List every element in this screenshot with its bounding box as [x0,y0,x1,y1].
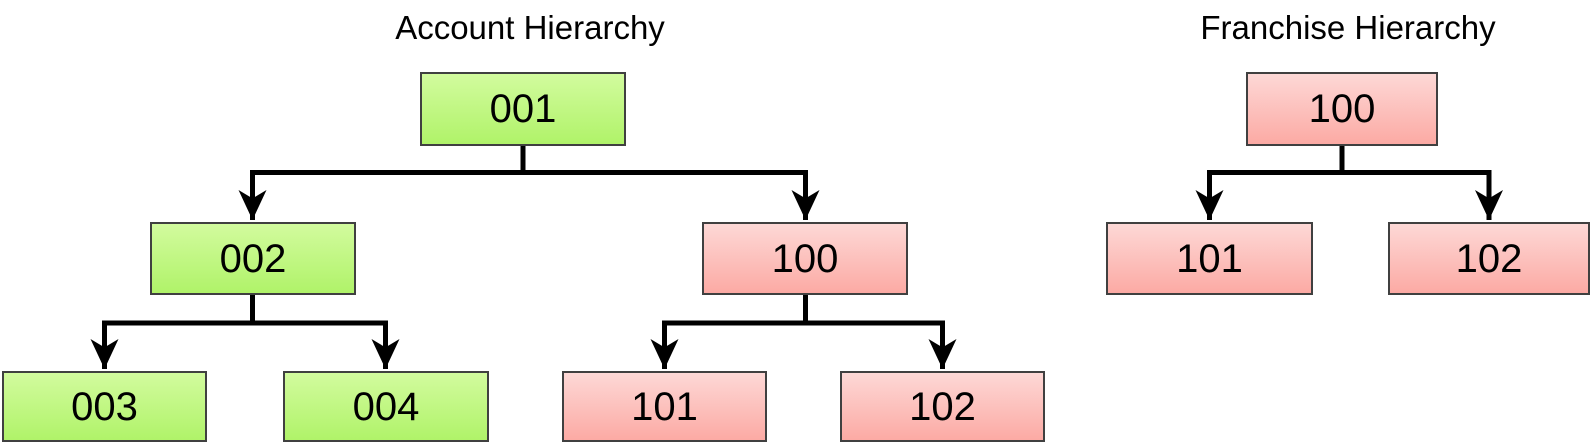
node-label: 002 [219,236,287,281]
diagram-title-account: Account Hierarchy [395,9,665,46]
edges-account-level2-left [90,294,400,369]
node-account-101: 101 [562,371,767,442]
node-franchise-101: 101 [1106,222,1313,295]
node-account-002: 002 [150,222,356,295]
node-label: 102 [1455,236,1523,281]
edges-account-level1 [238,145,820,220]
node-label: 101 [631,384,698,429]
node-account-003: 003 [2,371,207,442]
diagram-title-franchise: Franchise Hierarchy [1200,9,1496,46]
node-label: 100 [771,236,839,281]
node-account-102: 102 [840,371,1045,442]
node-account-004: 004 [283,371,489,442]
node-label: 001 [489,87,557,131]
node-franchise-100: 100 [1246,72,1438,146]
node-label: 003 [71,384,138,429]
edges-franchise-level1 [1195,145,1503,220]
node-label: 101 [1176,236,1243,281]
node-label: 100 [1308,87,1376,131]
node-franchise-102: 102 [1388,222,1590,295]
node-label: 102 [909,384,976,429]
node-account-001: 001 [420,72,626,146]
node-label: 004 [352,384,420,429]
edges-account-level2-right [650,294,957,369]
node-account-100: 100 [702,222,908,295]
